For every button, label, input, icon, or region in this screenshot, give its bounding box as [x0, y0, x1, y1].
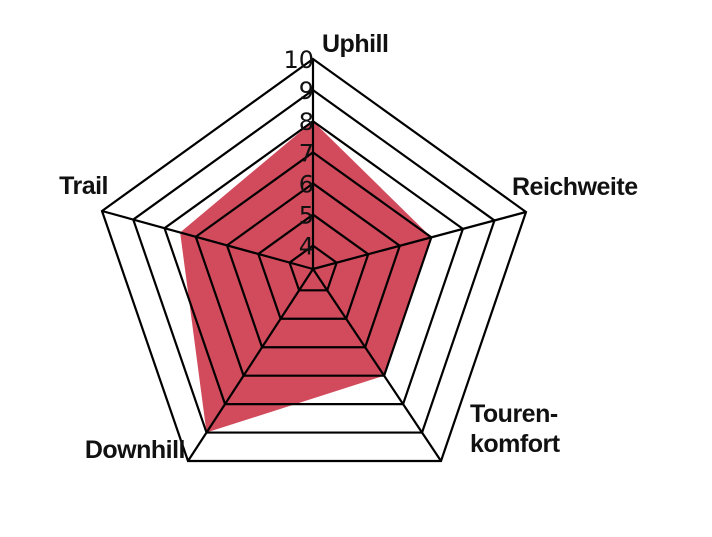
grid-ring-10 [100, 57, 528, 463]
tick-label-8: 8 [299, 108, 314, 136]
tick-label-9: 9 [299, 77, 314, 105]
grid-ring-7 [194, 150, 433, 377]
spoke-reichweite [312, 210, 527, 271]
axis-label-reichweite: Reichweite [512, 173, 638, 201]
grid-layer [100, 57, 528, 463]
axis-label-tourenkomfort: Touren-komfort [470, 400, 561, 458]
axis-label-downhill: Downhill [85, 436, 185, 464]
tick-label-6: 6 [299, 170, 314, 198]
axis-label-trail: Trail [59, 172, 108, 200]
grid-ring-9 [131, 88, 496, 434]
tick-label-5: 5 [299, 202, 314, 230]
data-area-layer [180, 121, 432, 433]
grid-ring-8 [163, 119, 465, 406]
grid-ring-4 [288, 244, 338, 292]
axis-label-uphill: Uphill [322, 30, 388, 58]
grid-ring-5 [256, 213, 370, 320]
tick-label-10: 10 [283, 46, 314, 74]
spoke-tourenkomfort [312, 268, 442, 462]
grid-ring-6 [225, 182, 402, 349]
tick-labels: 4 5 6 7 8 9 10 [283, 46, 314, 261]
series-area-0 [180, 121, 432, 433]
tick-label-7: 7 [299, 139, 314, 167]
spoke-downhill [187, 268, 314, 462]
tick-label-4: 4 [299, 233, 314, 261]
spoke-trail [101, 209, 314, 271]
